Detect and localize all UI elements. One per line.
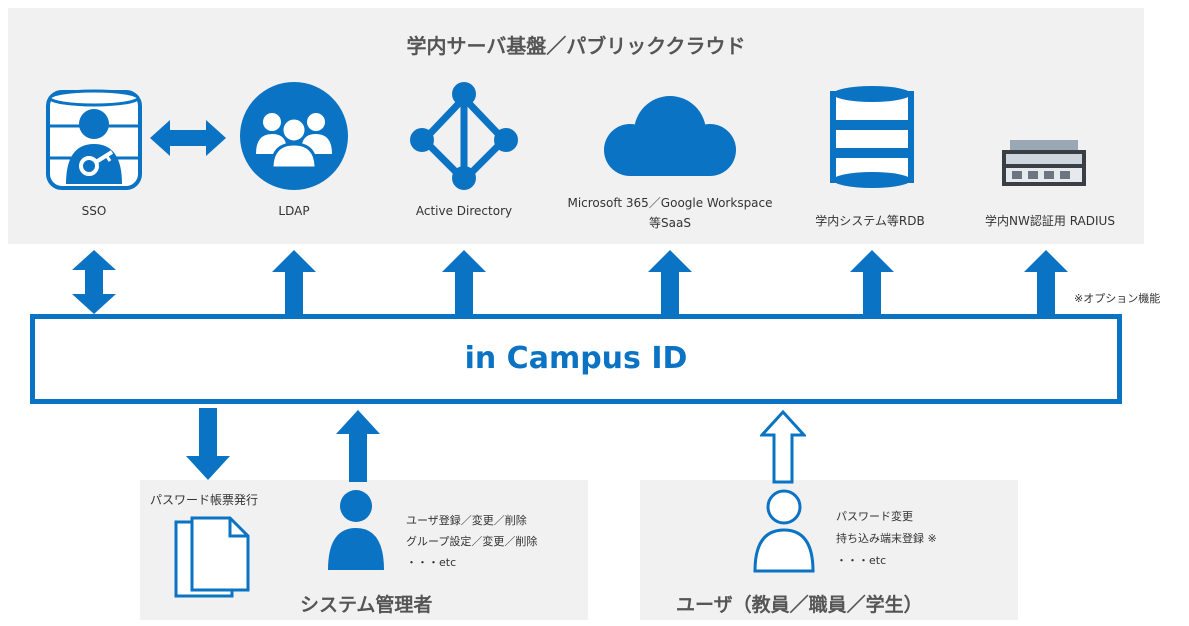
- documents-icon: [172, 516, 256, 600]
- admin-user-icon: [326, 488, 386, 572]
- up-arrow-admin-icon: [336, 410, 380, 482]
- main-box-label: in Campus ID: [464, 341, 688, 376]
- active-directory-network-icon: [410, 82, 518, 190]
- service-label-saas-line1: Microsoft 365／Google Workspace: [567, 196, 773, 210]
- bidirectional-vertical-arrow-icon: [72, 250, 116, 314]
- down-arrow-report-icon: [186, 408, 230, 480]
- cloud-icon: [598, 92, 742, 184]
- user-action-3: ・・・etc: [836, 554, 887, 567]
- user-panel: [640, 480, 1018, 620]
- user-group-icon: [240, 82, 348, 190]
- up-arrow-radius-icon: [1024, 250, 1068, 314]
- up-arrow-rdb-icon: [850, 250, 894, 314]
- server-rack-icon: [1002, 140, 1086, 186]
- admin-panel-title: システム管理者: [300, 594, 433, 616]
- service-label-sso: SSO: [81, 204, 107, 218]
- sso-database-user-key-icon: [42, 88, 146, 192]
- option-note: ※オプション機能: [1074, 292, 1161, 305]
- up-arrow-active-directory-icon: [442, 250, 486, 314]
- panel-title: 学内サーバ基盤／パブリッククラウド: [406, 34, 746, 58]
- service-label-saas-line2: 等SaaS: [649, 216, 691, 230]
- in-campus-id-box: [30, 314, 1122, 404]
- bidirectional-arrow-icon: [150, 118, 226, 158]
- user-panel-title: ユーザ（教員／職員／学生）: [676, 594, 923, 616]
- up-arrow-saas-icon: [648, 250, 692, 314]
- admin-action-2: グループ設定／変更／削除: [406, 535, 538, 548]
- service-label-rdb: 学内システム等RDB: [815, 214, 925, 228]
- up-arrow-ldap-icon: [272, 250, 316, 314]
- database-icon: [830, 84, 914, 190]
- user-outline-icon: [752, 488, 816, 574]
- service-label-active-directory: Active Directory: [415, 204, 513, 218]
- service-label-ldap: LDAP: [278, 204, 310, 218]
- up-arrow-user-outline-icon: [760, 410, 806, 484]
- user-action-2: 持ち込み端末登録 ※: [836, 532, 937, 545]
- user-action-1: パスワード変更: [836, 510, 913, 523]
- admin-action-1: ユーザ登録／変更／削除: [406, 514, 527, 527]
- report-label: パスワード帳票発行: [150, 493, 259, 507]
- service-label-radius: 学内NW認証用 RADIUS: [985, 214, 1115, 228]
- cloud-infrastructure-panel: [8, 8, 1144, 244]
- admin-action-3: ・・・etc: [406, 556, 457, 569]
